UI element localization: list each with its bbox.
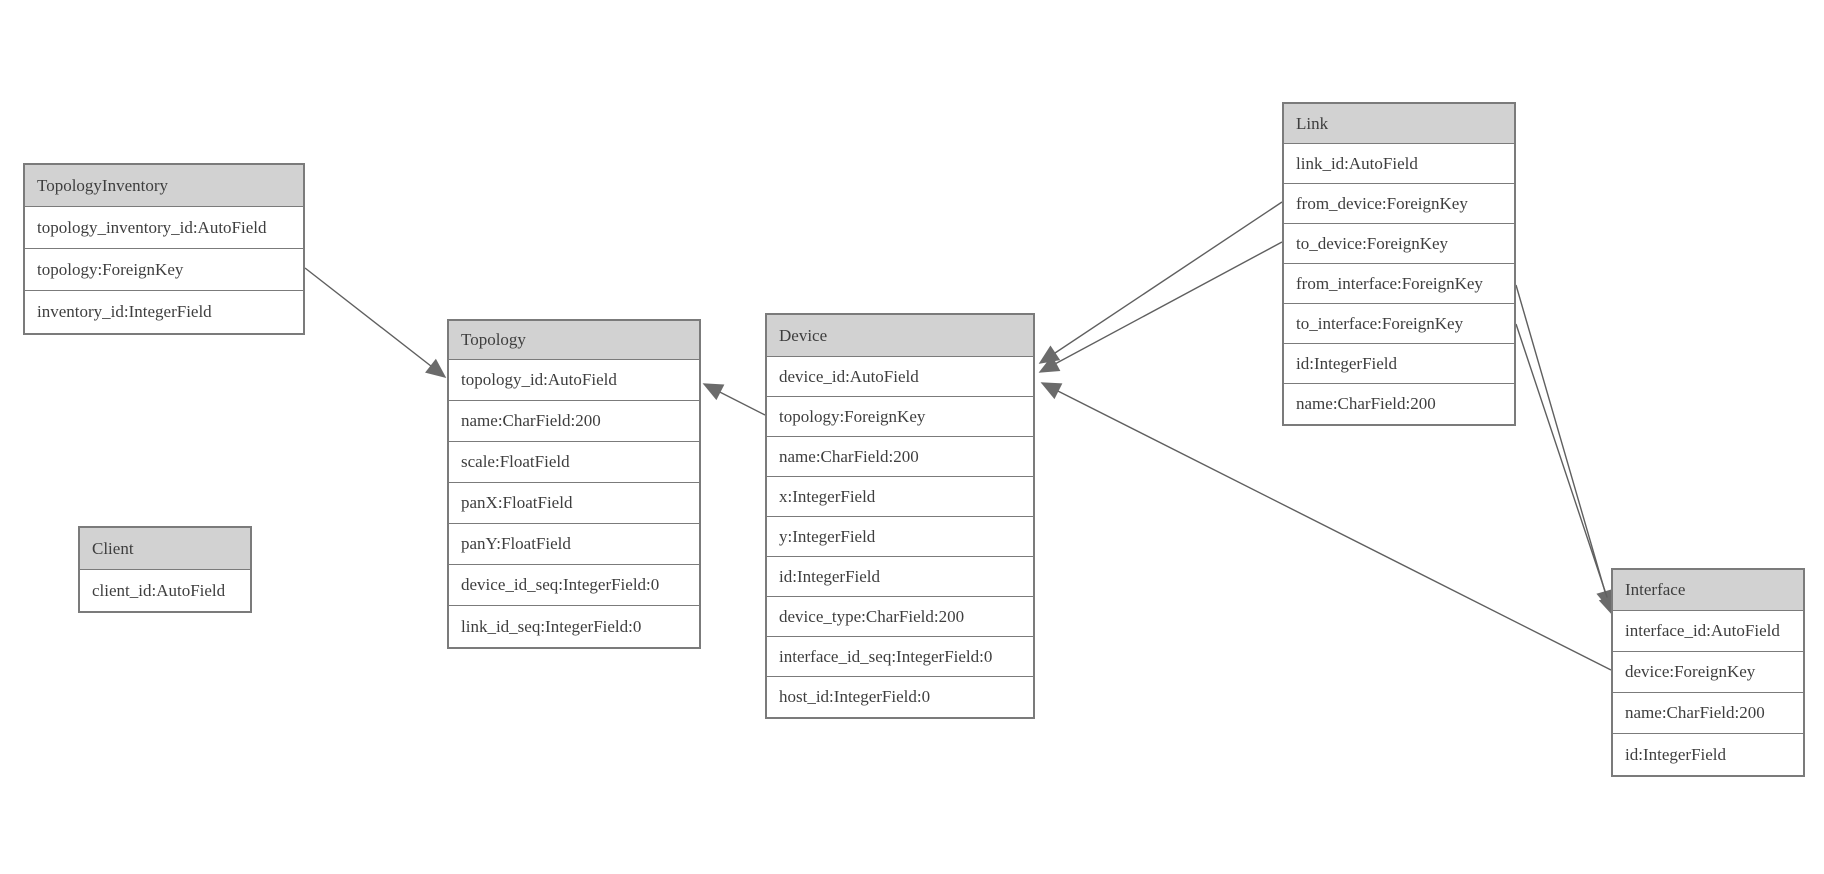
entity-field: panX:FloatField — [449, 483, 699, 524]
entity-field: interface_id:AutoField — [1613, 611, 1803, 652]
entity-field: from_device:ForeignKey — [1284, 184, 1514, 224]
edge-interface-device-to-device — [1040, 382, 1612, 671]
edge-link-to_interface-to-interface — [1515, 323, 1616, 617]
entity-field: device_type:CharField:200 — [767, 597, 1033, 637]
entity-field: panY:FloatField — [449, 524, 699, 565]
entity-field: y:IntegerField — [767, 517, 1033, 557]
entity-field: client_id:AutoField — [80, 570, 250, 611]
entity-field: id:IntegerField — [1284, 344, 1514, 384]
edge-topologyinventory-topology-to-topology — [304, 267, 447, 378]
edge-device-topology-to-topology — [702, 383, 766, 416]
entity-field: interface_id_seq:IntegerField:0 — [767, 637, 1033, 677]
entity-field: device:ForeignKey — [1613, 652, 1803, 693]
entity-field: id:IntegerField — [1613, 734, 1803, 775]
entity-title: Client — [80, 528, 250, 570]
entity-field: host_id:IntegerField:0 — [767, 677, 1033, 717]
entity-field: link_id_seq:IntegerField:0 — [449, 606, 699, 647]
entity-field: link_id:AutoField — [1284, 144, 1514, 184]
entity-field: name:CharField:200 — [1284, 384, 1514, 424]
edge-link-from_interface-to-interface — [1515, 284, 1614, 611]
entity-field: device_id:AutoField — [767, 357, 1033, 397]
entity-title: TopologyInventory — [25, 165, 303, 207]
entity-field: name:CharField:200 — [767, 437, 1033, 477]
entity-title: Device — [767, 315, 1033, 357]
edge-link-to_device-to-device — [1038, 241, 1283, 373]
entity-field: topology_id:AutoField — [449, 360, 699, 401]
entity-field: topology:ForeignKey — [25, 249, 303, 291]
entity-field: name:CharField:200 — [1613, 693, 1803, 734]
entity-title: Topology — [449, 321, 699, 360]
entity-field: to_interface:ForeignKey — [1284, 304, 1514, 344]
entity-title: Interface — [1613, 570, 1803, 611]
entity-field: device_id_seq:IntegerField:0 — [449, 565, 699, 606]
entity-field: name:CharField:200 — [449, 401, 699, 442]
edge-link-from_device-to-device — [1038, 201, 1283, 364]
entity-field: topology:ForeignKey — [767, 397, 1033, 437]
entity-field: x:IntegerField — [767, 477, 1033, 517]
entity-field: inventory_id:IntegerField — [25, 291, 303, 333]
entity-field: topology_inventory_id:AutoField — [25, 207, 303, 249]
entity-field: id:IntegerField — [767, 557, 1033, 597]
entity-field: from_interface:ForeignKey — [1284, 264, 1514, 304]
entity-field: to_device:ForeignKey — [1284, 224, 1514, 264]
entity-field: scale:FloatField — [449, 442, 699, 483]
entity-title: Link — [1284, 104, 1514, 144]
